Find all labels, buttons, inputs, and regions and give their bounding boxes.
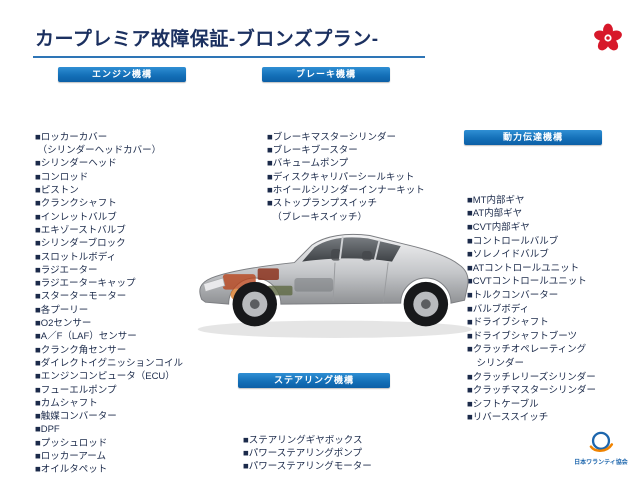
list-item: ■CVTコントロールユニット: [467, 276, 587, 288]
list-item: ■ラジエーターキャップ: [35, 278, 136, 290]
list-item: ■オイルタペット: [35, 464, 108, 476]
list-item: ■A／F（LAF）センサー: [35, 331, 137, 343]
list-item: ■クランク角センサー: [35, 344, 127, 356]
list-item: ■スターターモーター: [35, 291, 127, 303]
list-item: ■ブレーキマスターシリンダー: [267, 131, 397, 143]
list-item: ■ATコントロールユニット: [467, 262, 580, 274]
list-item: （シリンダーヘッドカバー）: [35, 145, 162, 157]
power-transmission-section: 動力伝達機構 ■MT内部ギヤ■AT内部ギヤ■CVT内部ギヤ■コントロールバルブ■…: [464, 130, 634, 425]
list-item: ■ピストン: [35, 185, 79, 197]
list-item: ■ラジエーター: [35, 264, 98, 276]
list-item: ■触媒コンバーター: [35, 411, 117, 423]
brake-parts-list: ■ブレーキマスターシリンダー ■ブレーキブースター■バキュームポンプ■ディスクキャ…: [267, 91, 442, 224]
page-title: カープレミア故障保証-ブロンズプラン-: [35, 29, 379, 50]
steering-parts-list: ■ステアリングギヤボックス ■パワーステアリングポンプ■パワーステアリングモーター: [243, 394, 418, 474]
association-name: 日本ワランティ協会: [574, 460, 628, 466]
engine-parts-list: ■ロッカーカバー （シリンダーヘッドカバー）■シリンダーヘッド■コンロッド ■ピス…: [35, 91, 245, 477]
list-item: ■インレットバルブ: [35, 211, 117, 223]
list-item: （ブレーキスイッチ）: [267, 211, 367, 223]
list-item: ■ステアリングギヤボックス: [243, 434, 363, 446]
list-item: ■ディスクキャリパーシールキット: [267, 171, 415, 183]
list-item: ■DPF: [35, 424, 60, 436]
list-item: ■クランクシャフト: [35, 198, 117, 210]
list-item: ■プッシュロッド: [35, 437, 108, 449]
red-flower-logo-icon: [592, 22, 624, 54]
list-item: ■ドライブシャフトブーツ: [467, 330, 578, 342]
list-item: ■スロットルボディ: [35, 251, 117, 263]
japan-warranty-association-logo: 日本ワランティ協会: [572, 430, 630, 466]
power-transmission-section-header: 動力伝達機構: [464, 130, 602, 145]
list-item: シリンダー: [467, 357, 525, 369]
engine-section: エンジン機構 ■ロッカーカバー （シリンダーヘッドカバー）■シリンダーヘッド■コ…: [35, 67, 245, 477]
list-item: ■パワーステアリングポンプ: [243, 448, 362, 460]
list-item: ■クラッチマスターシリンダー: [467, 385, 597, 397]
list-item: ■ストップランプスイッチ: [267, 198, 377, 210]
list-item: ■ダイレクトイグニッションコイル: [35, 357, 184, 369]
list-item: ■バルブボディ: [467, 303, 530, 315]
warranty-association-logo-icon: [589, 431, 614, 452]
list-item: ■バキュームポンプ: [267, 158, 349, 170]
list-item: ■コントロールバルブ: [467, 235, 559, 247]
list-item: ■シリンダーヘッド: [35, 158, 117, 170]
list-item: ■ロッカーアーム: [35, 451, 107, 463]
steering-section-header: ステアリング機構: [238, 373, 390, 388]
list-item: ■クラッチレリーズシリンダー: [467, 371, 596, 383]
power-transmission-parts-list: ■MT内部ギヤ ■AT内部ギヤ■CVT内部ギヤ ■コントロールバルブ ■ソレノイドバル…: [467, 153, 634, 425]
steering-section: ステアリング機構 ■ステアリングギヤボックス ■パワーステアリングポンプ■パワース…: [238, 373, 418, 474]
title-underline: [33, 56, 425, 58]
list-item: ■コンロッド: [35, 171, 89, 183]
engine-section-header: エンジン機構: [58, 67, 186, 82]
list-item: ■クラッチオペレーティング: [467, 344, 587, 356]
brake-section-header: ブレーキ機構: [262, 67, 390, 82]
car-xray-illustration: [190, 203, 480, 355]
list-item: ■カムシャフト: [35, 397, 98, 409]
list-item: ■各プーリー: [35, 304, 89, 316]
list-item: ■ホイールシリンダーインナーキット: [267, 185, 425, 197]
list-item: ■O2センサー: [35, 318, 92, 330]
list-item: ■エンジンコンピュータ（ECU）: [35, 371, 175, 383]
list-item: ■エキゾーストバルブ: [35, 224, 126, 236]
list-item: ■シリンダーブロック: [35, 238, 126, 250]
list-item: ■CVT内部ギヤ: [467, 221, 530, 233]
list-item: ■パワーステアリングモーター: [243, 461, 372, 473]
list-item: ■ソレノイドバルブ: [467, 249, 549, 261]
list-item: ■リバーススイッチ: [467, 412, 549, 424]
list-item: ■ブレーキブースター: [267, 145, 358, 157]
list-item: ■ロッカーカバー: [35, 131, 108, 143]
list-item: ■トルクコンバーター: [467, 289, 559, 301]
list-item: ■MT内部ギヤ: [467, 194, 525, 206]
list-item: ■ドライブシャフト: [467, 317, 549, 329]
list-item: ■フューエルポンプ: [35, 384, 117, 396]
brake-section: ブレーキ機構 ■ブレーキマスターシリンダー ■ブレーキブースター■バキュームポンプ…: [262, 67, 442, 224]
list-item: ■AT内部ギヤ: [467, 208, 523, 220]
list-item: ■シフトケーブル: [467, 398, 539, 410]
